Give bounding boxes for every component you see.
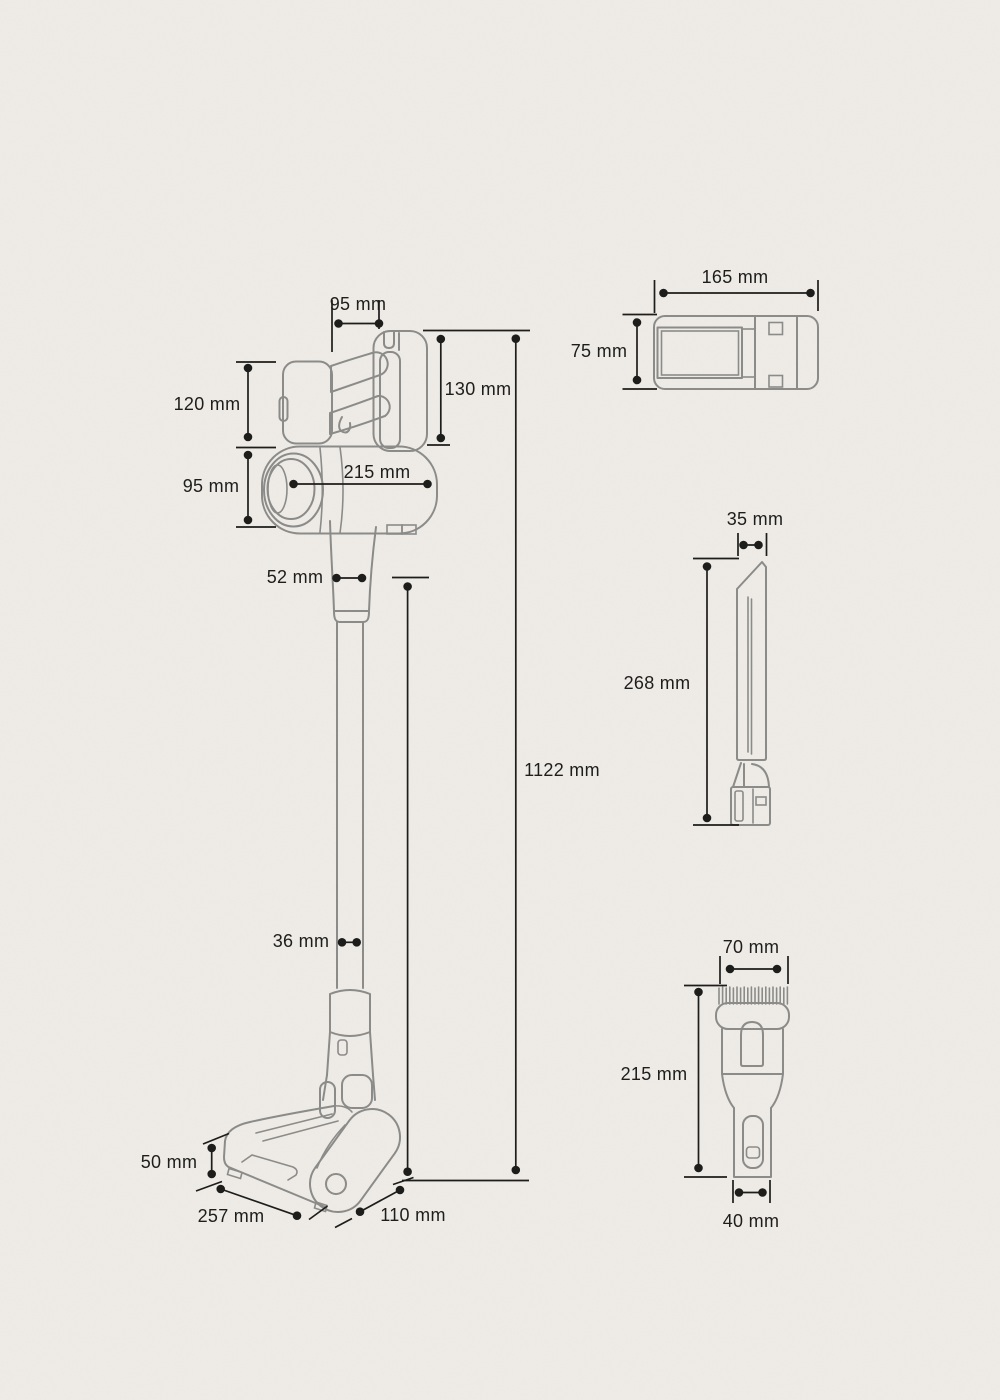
crevice-tool-drawing <box>730 561 771 826</box>
dim-dock-width: 165 mm <box>653 267 819 313</box>
brush-handle-tube <box>733 1107 772 1178</box>
dock-dividers <box>754 315 798 390</box>
floor-head-rear-edge <box>333 1105 353 1113</box>
elbow-pivot-right <box>341 1074 373 1109</box>
battery-pack <box>282 360 333 445</box>
dim-label-crevice-length: 268 mm <box>624 673 691 693</box>
roller-end-cap <box>325 1173 347 1195</box>
dim-label-head-width: 257 mm <box>198 1206 265 1226</box>
joint-latch <box>337 1039 348 1056</box>
dim-main-head-width: 257 mm <box>195 1180 329 1226</box>
dim-main-tube-diameter: 36 mm <box>273 931 362 951</box>
dim-label-dock-width: 165 mm <box>702 267 769 287</box>
crevice-joint <box>736 757 767 761</box>
deck-stripes <box>255 1113 339 1142</box>
roller-drum-seam <box>316 1124 346 1169</box>
dim-label-brush-width: 70 mm <box>723 937 780 957</box>
wand-tube <box>336 621 364 989</box>
dock-screw-slot-top <box>768 321 784 336</box>
elbow-pivot-left <box>319 1081 336 1119</box>
dim-main-total-height: 1122 mm <box>402 334 600 1182</box>
dim-main-body-length: 215 mm <box>289 462 432 489</box>
dim-label-total-height: 1122 mm <box>524 760 600 780</box>
dim-brush-connector-width: 40 mm <box>723 1180 780 1231</box>
roller-drum <box>308 1107 402 1214</box>
charging-dock-drawing <box>653 315 819 390</box>
dim-main-neck-width: 52 mm <box>267 567 367 587</box>
bin-tab-right <box>401 524 417 535</box>
brush-arch-window <box>740 1021 764 1067</box>
dim-main-handle-width: 95 mm <box>330 294 387 352</box>
bumper-groove <box>241 1154 298 1181</box>
grip-handle <box>372 330 428 452</box>
dock-body <box>653 315 819 390</box>
dim-label-brush-length: 215 mm <box>621 1064 688 1084</box>
handle-strut <box>329 394 391 435</box>
floor-head-deck <box>223 1105 335 1208</box>
dim-main-head-height: 50 mm <box>141 1132 230 1179</box>
bin-contours <box>319 446 344 534</box>
dim-label-crevice-width: 35 mm <box>727 509 784 529</box>
dim-label-body-length: 215 mm <box>344 462 411 482</box>
elbow-sides <box>322 1074 376 1101</box>
dim-brush-length: 215 mm <box>621 984 727 1178</box>
dim-main-wand-reference-line <box>392 576 429 1186</box>
brush-body <box>721 1028 784 1109</box>
dim-label-head-depth: 110 mm <box>380 1205 446 1225</box>
dim-label-tube-diameter: 36 mm <box>273 931 330 951</box>
trigger-hook <box>338 416 352 434</box>
handle-arm <box>330 351 389 393</box>
dim-main-handle-height: 130 mm <box>423 329 530 446</box>
dim-main-bin-diameter: 95 mm <box>183 450 276 528</box>
dim-label-brush-connector-width: 40 mm <box>723 1211 780 1231</box>
dim-label-head-height: 50 mm <box>141 1152 198 1172</box>
brush-bristles <box>718 986 789 1005</box>
brush-handle-slot <box>742 1115 764 1169</box>
dock-screw-slot-bottom <box>768 374 784 388</box>
crevice-shoulders <box>732 762 770 788</box>
dust-bin <box>261 445 438 535</box>
dim-label-bin-diameter: 95 mm <box>183 476 240 496</box>
dim-dock-depth: 75 mm <box>571 313 657 390</box>
dim-brush-width: 70 mm <box>719 937 789 984</box>
dock-cradle-inner <box>660 330 740 376</box>
brush-tool-drawing <box>715 986 790 1178</box>
dim-main-motor-height: 120 mm <box>174 361 276 449</box>
main-unit-drawing <box>223 330 438 1214</box>
wand-joint <box>326 989 374 1076</box>
cone-neck <box>329 520 377 623</box>
battery-latch <box>278 396 289 422</box>
dim-main-head-depth: 110 mm <box>334 1185 446 1229</box>
dim-crevice-width: 35 mm <box>727 509 784 556</box>
brush-handle-clip <box>745 1146 761 1159</box>
dim-crevice-length: 268 mm <box>624 557 739 826</box>
crevice-slot <box>747 596 753 755</box>
dim-label-dock-depth: 75 mm <box>571 341 628 361</box>
dim-label-motor-height: 120 mm <box>174 394 241 414</box>
dim-label-handle-height: 130 mm <box>445 379 512 399</box>
crevice-connector-slot <box>734 790 744 822</box>
crevice-connector-notch <box>755 796 767 806</box>
head-feet <box>226 1167 328 1213</box>
brush-head-cap <box>715 1002 790 1030</box>
bin-end-cap-highlight <box>267 464 288 514</box>
grip-notch <box>383 331 395 349</box>
dim-label-handle-width: 95 mm <box>330 294 387 314</box>
crevice-connector <box>730 786 771 826</box>
grip-inner-panel <box>379 351 401 449</box>
crevice-nozzle <box>736 561 767 759</box>
dim-label-neck-width: 52 mm <box>267 567 324 587</box>
